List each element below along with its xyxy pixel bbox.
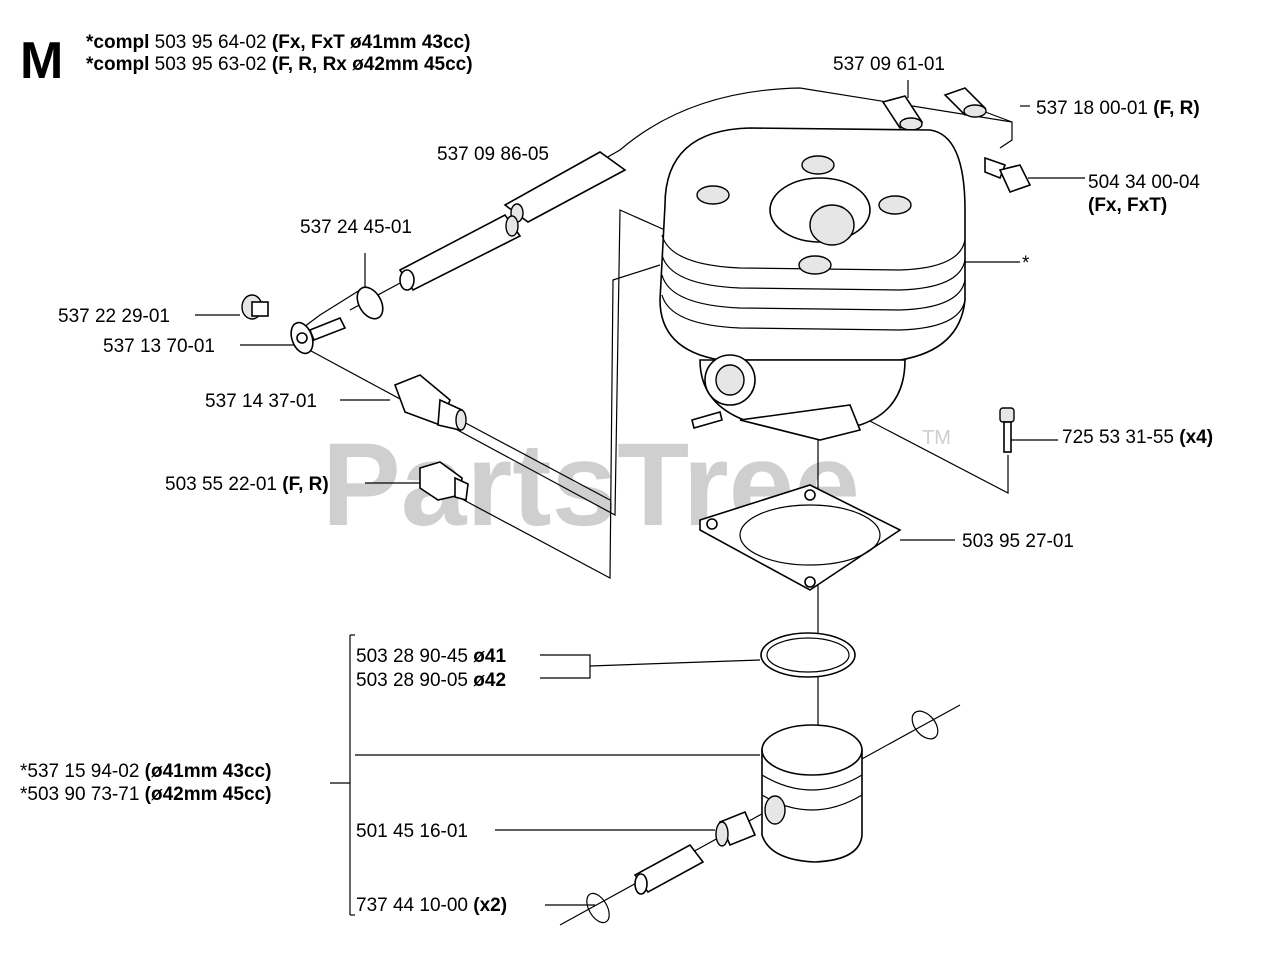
part-number: 537 13 70-01 (103, 336, 215, 357)
part-note: (ø42mm 45cc) (145, 784, 272, 805)
part-note: ø42 (473, 670, 506, 691)
label-537-18-00-01[interactable]: 537 18 00-01 (F, R) (1036, 98, 1200, 119)
watermark-tm: TM (922, 427, 951, 449)
part-number: 503 55 22-01 (165, 474, 277, 495)
label-537-22-29-01[interactable]: 537 22 29-01 (58, 306, 170, 327)
part-note: (F, R) (282, 474, 328, 495)
part-note: (ø41mm 43cc) (145, 761, 272, 782)
part-clamp[interactable] (352, 283, 388, 323)
part-number: 537 09 61-01 (833, 54, 945, 75)
label-737-44-10-00[interactable]: 737 44 10-00 (x2) (356, 895, 507, 916)
part-number: 537 22 29-01 (58, 306, 170, 327)
label-537-13-70-01[interactable]: 537 13 70-01 (103, 336, 215, 357)
part-tube-537-24-45-01[interactable] (398, 213, 522, 292)
part-number: 737 44 10-00 (356, 895, 468, 916)
part-number: 503 28 90-45 (356, 646, 468, 667)
label-503-28-90-45[interactable]: 503 28 90-45 ø41 (356, 646, 506, 667)
leader-lines (195, 80, 1085, 926)
label-537-14-37-01[interactable]: 537 14 37-01 (205, 391, 317, 412)
header-2-number: 503 95 63-02 (155, 54, 267, 75)
part-note: ø41 (473, 646, 506, 667)
label-503-28-90-05[interactable]: 503 28 90-05 ø42 (356, 670, 506, 691)
section-letter: M (20, 32, 63, 90)
part-number: 537 14 37-01 (205, 391, 317, 412)
part-piston-pin[interactable] (633, 843, 705, 895)
header-1-number: 503 95 64-02 (155, 32, 267, 53)
part-circlip-737-44-10-00[interactable] (582, 890, 614, 927)
label-537-09-86-05[interactable]: 537 09 86-05 (437, 144, 549, 165)
part-number: 503 28 90-05 (356, 670, 468, 691)
label-725-53-31-55[interactable]: 725 53 31-55 (x4) (1062, 427, 1213, 448)
header-1-prefix: *compl (86, 32, 149, 53)
part-number: *503 90 73-71 (20, 784, 139, 805)
label-cylinder[interactable]: * (1022, 253, 1030, 274)
header-1-suffix: (Fx, FxT ø41mm 43cc) (272, 32, 471, 53)
part-number: 501 45 16-01 (356, 821, 468, 842)
part-piston[interactable] (761, 724, 863, 863)
part-sleeve-537-09-61-01[interactable] (881, 95, 924, 131)
part-gasket-503-95-27-01[interactable] (699, 484, 902, 591)
part-number: 503 95 27-01 (962, 531, 1074, 552)
part-circlip-right[interactable] (907, 706, 943, 743)
part-plug-537-18-00-01[interactable] (943, 87, 987, 118)
part-note: (x2) (473, 895, 507, 916)
label-537-24-45-01[interactable]: 537 24 45-01 (300, 217, 412, 238)
header-line-2: *compl 503 95 63-02 (F, R, Rx ø42mm 45cc… (86, 54, 473, 75)
label-537-15-94-02[interactable]: *537 15 94-02 (ø41mm 43cc) (20, 761, 271, 782)
part-elbow-504-34-00-04[interactable] (984, 156, 1032, 193)
part-number: 537 18 00-01 (1036, 98, 1148, 119)
header-2-suffix: (F, R, Rx ø42mm 45cc) (272, 54, 473, 75)
label-504-34-00-04-note: (Fx, FxT) (1088, 195, 1167, 216)
part-number: 504 34 00-04 (1088, 172, 1200, 193)
header-line-1: *compl 503 95 64-02 (Fx, FxT ø41mm 43cc) (86, 32, 470, 53)
part-note: (F, R) (1153, 98, 1199, 119)
label-501-45-16-01[interactable]: 501 45 16-01 (356, 821, 468, 842)
header-2-prefix: *compl (86, 54, 149, 75)
label-503-90-73-71[interactable]: *503 90 73-71 (ø42mm 45cc) (20, 784, 271, 805)
part-fitting-537-14-37-01[interactable] (393, 374, 467, 431)
label-504-34-00-04[interactable]: 504 34 00-04 (1088, 172, 1200, 193)
part-nipple-537-13-70-01[interactable] (287, 316, 347, 356)
part-number: 537 24 45-01 (300, 217, 412, 238)
label-503-55-22-01[interactable]: 503 55 22-01 (F, R) (165, 474, 329, 495)
part-number: 537 09 86-05 (437, 144, 549, 165)
part-number: 725 53 31-55 (1062, 427, 1174, 448)
label-503-95-27-01[interactable]: 503 95 27-01 (962, 531, 1074, 552)
part-cap-537-22-29-01[interactable] (241, 294, 269, 320)
part-screw-725-53-31-55[interactable] (999, 407, 1015, 453)
part-plug-503-55-22-01[interactable] (419, 461, 469, 502)
part-bearing-501-45-16-01[interactable] (715, 810, 757, 847)
part-piston-ring[interactable] (760, 632, 856, 678)
part-cylinder[interactable] (659, 127, 966, 441)
part-note: (x4) (1179, 427, 1213, 448)
label-537-09-61-01[interactable]: 537 09 61-01 (833, 54, 945, 75)
part-number: *537 15 94-02 (20, 761, 139, 782)
